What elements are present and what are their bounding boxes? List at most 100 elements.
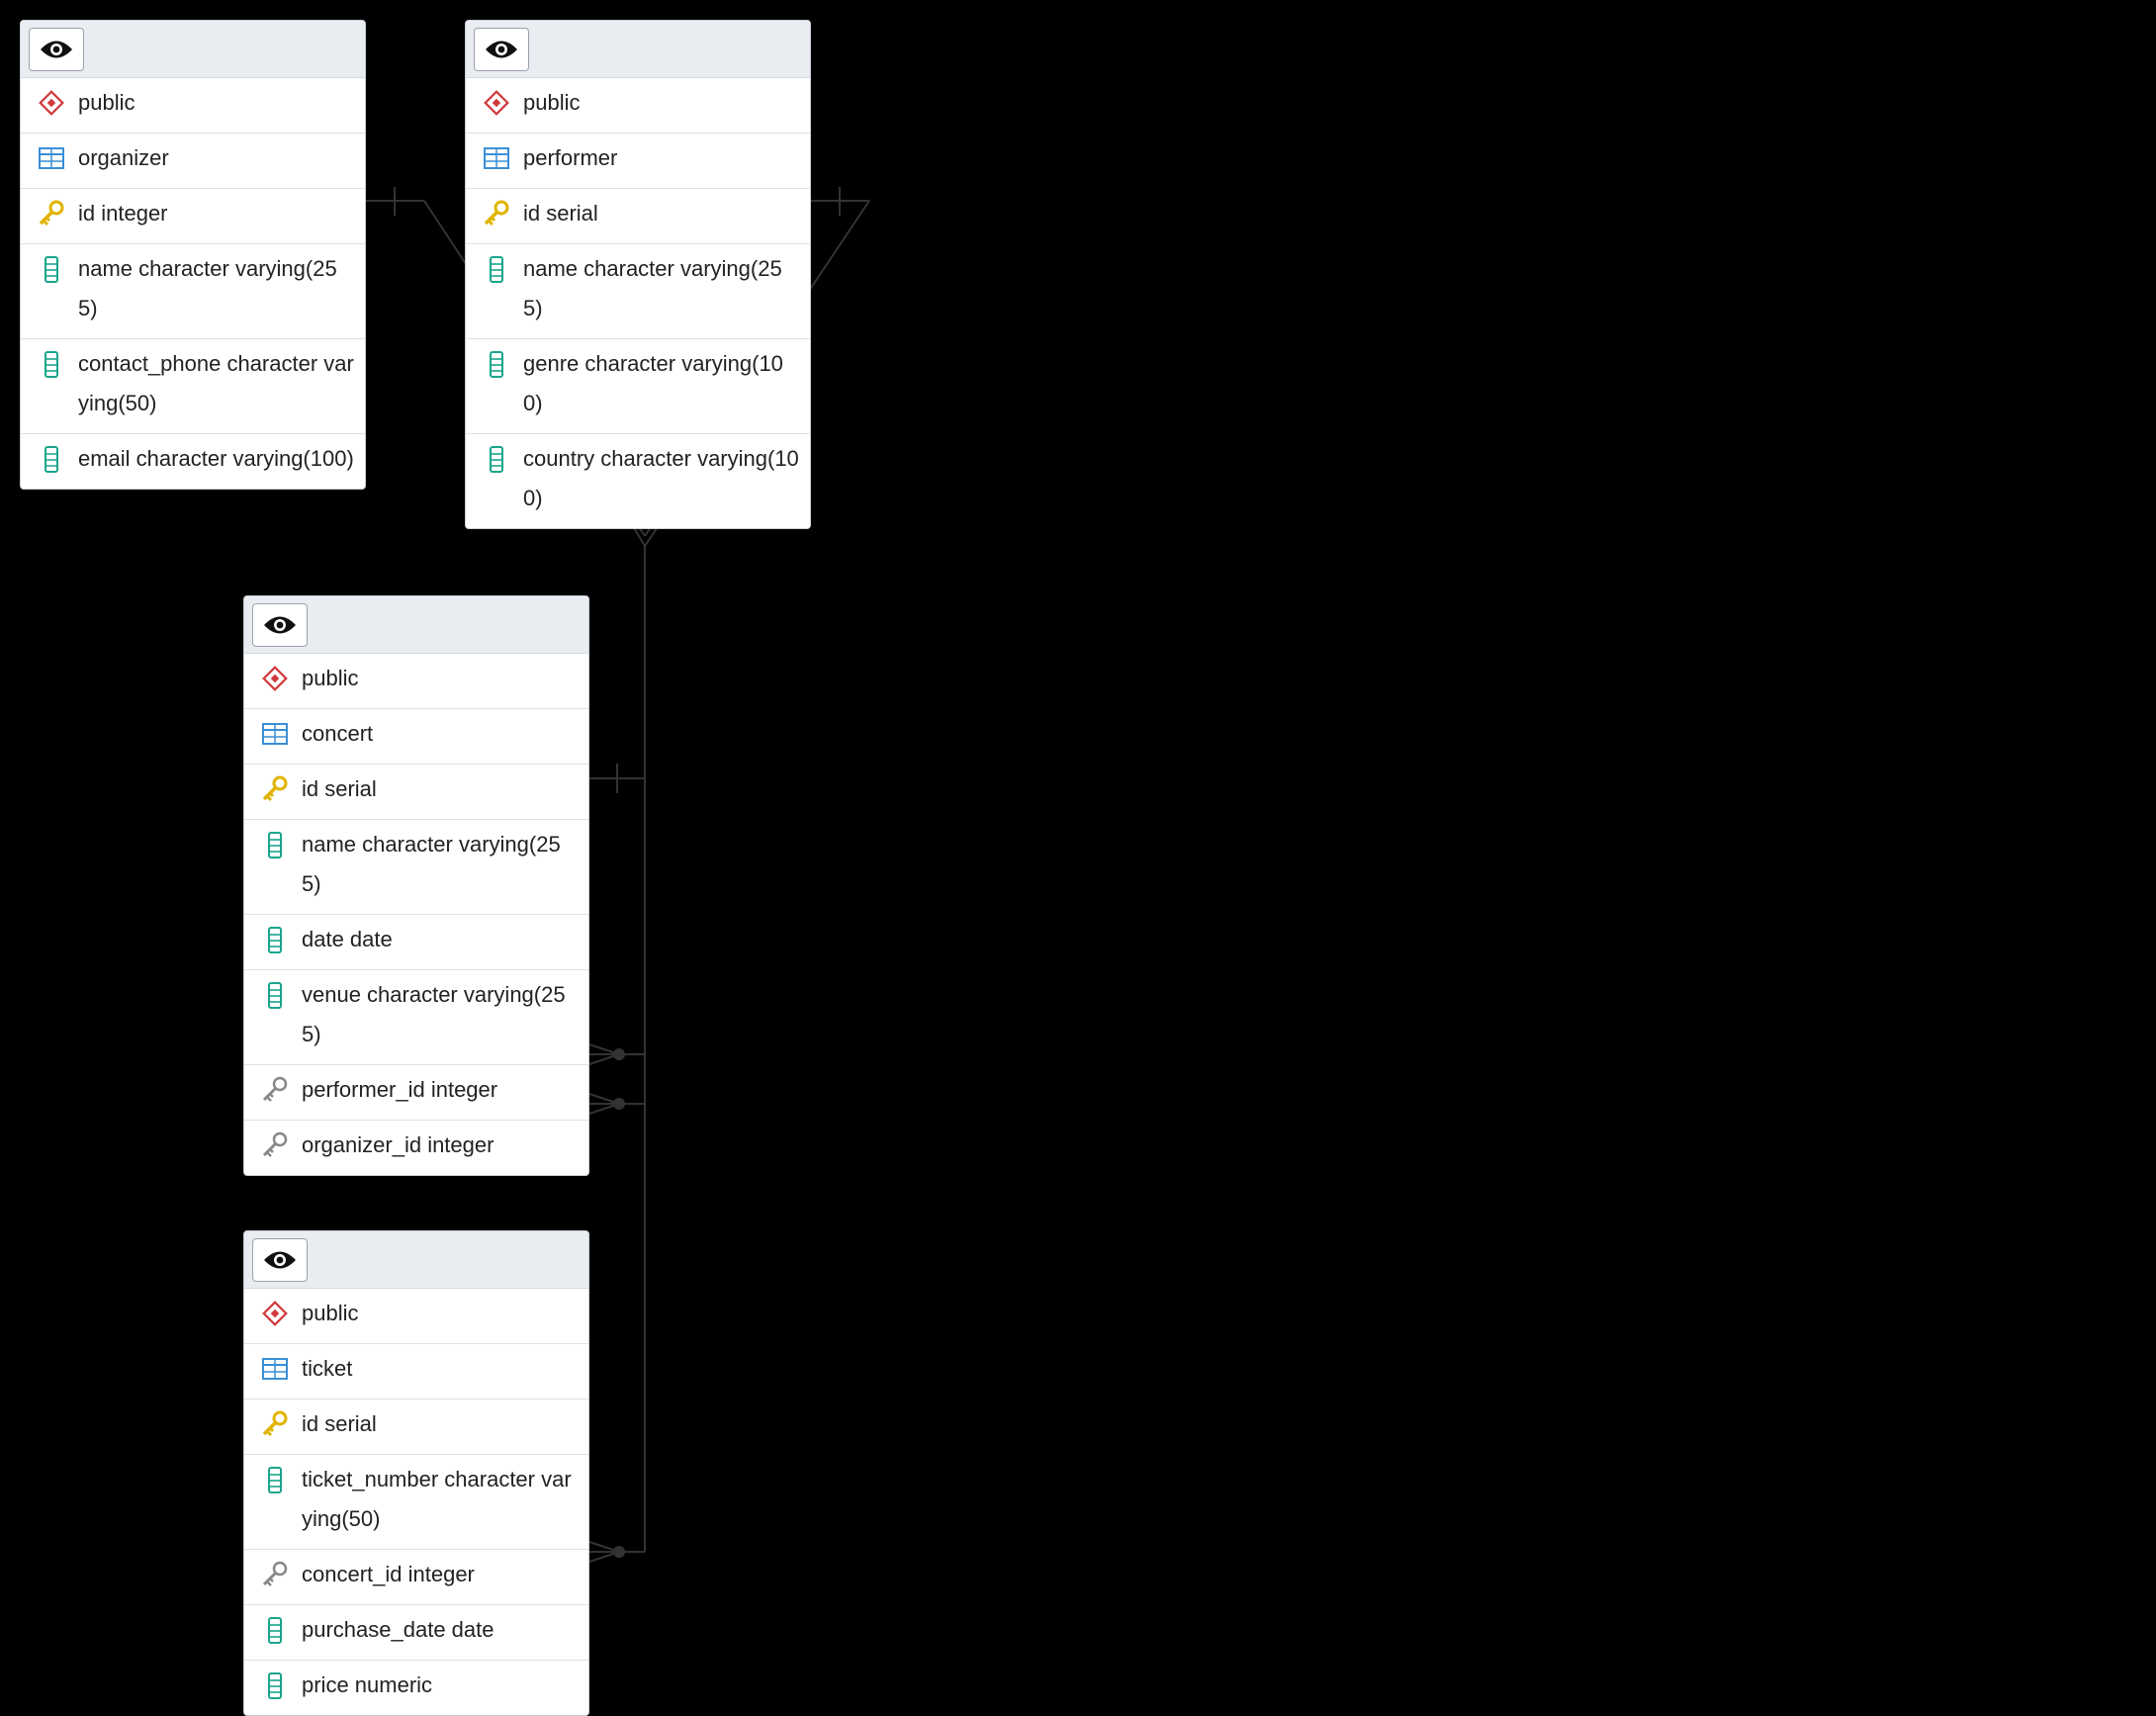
column-label: name character varying(255): [78, 256, 337, 320]
column-row[interactable]: name character varying(255): [21, 244, 365, 339]
column-icon: [490, 446, 503, 473]
table-name: organizer: [78, 145, 169, 170]
column-row[interactable]: purchase_date date: [244, 1605, 588, 1661]
eye-icon: [264, 1251, 296, 1269]
table-name: concert: [302, 721, 374, 746]
table-ticket[interactable]: public ticket id serial ticket_number ch…: [243, 1230, 589, 1716]
table-name-row: performer: [466, 134, 810, 189]
column-row[interactable]: venue character varying(255): [244, 970, 588, 1065]
foreign-key-icon: [262, 1076, 288, 1102]
table-name: ticket: [302, 1356, 353, 1381]
column-label: id serial: [302, 776, 377, 801]
primary-key-icon: [39, 200, 64, 226]
column-label: ticket_number character varying(50): [302, 1467, 572, 1531]
table-icon: [262, 723, 288, 745]
column-icon: [45, 256, 58, 283]
schema-row: public: [244, 1289, 588, 1344]
column-label: date date: [302, 927, 393, 951]
column-row[interactable]: performer_id integer: [244, 1065, 588, 1121]
schema-row: public: [21, 78, 365, 134]
schema-icon: [39, 90, 64, 116]
column-row[interactable]: country character varying(100): [466, 434, 810, 528]
table-organizer[interactable]: public organizer id integer name charact…: [20, 20, 366, 490]
schema-row: public: [244, 654, 588, 709]
column-row[interactable]: ticket_number character varying(50): [244, 1455, 588, 1550]
table-name-row: concert: [244, 709, 588, 765]
table-concert[interactable]: public concert id serial name character …: [243, 595, 589, 1176]
table-header: [466, 21, 810, 78]
column-row[interactable]: concert_id integer: [244, 1550, 588, 1605]
schema-icon: [262, 1301, 288, 1326]
column-icon: [268, 832, 282, 858]
eye-icon: [264, 616, 296, 634]
table-name-row: ticket: [244, 1344, 588, 1400]
column-label: country character varying(100): [523, 446, 799, 510]
column-icon: [268, 982, 282, 1009]
column-row[interactable]: id serial: [466, 189, 810, 244]
eye-icon: [41, 41, 72, 58]
primary-key-icon: [484, 200, 509, 226]
column-row[interactable]: id integer: [21, 189, 365, 244]
column-label: venue character varying(255): [302, 982, 566, 1046]
column-row[interactable]: contact_phone character varying(50): [21, 339, 365, 434]
column-label: name character varying(255): [523, 256, 782, 320]
column-row[interactable]: organizer_id integer: [244, 1121, 588, 1175]
primary-key-icon: [262, 775, 288, 802]
column-label: id integer: [78, 201, 168, 226]
schema-name: public: [78, 90, 135, 115]
column-row[interactable]: date date: [244, 915, 588, 970]
column-row[interactable]: id serial: [244, 1400, 588, 1455]
column-icon: [268, 1467, 282, 1493]
foreign-key-icon: [262, 1131, 288, 1157]
column-label: email character varying(100): [78, 446, 354, 471]
column-label: price numeric: [302, 1672, 433, 1697]
column-row[interactable]: price numeric: [244, 1661, 588, 1715]
edge-concert-organizer-id: [588, 1093, 645, 1115]
column-row[interactable]: id serial: [244, 765, 588, 820]
column-label: genre character varying(100): [523, 351, 783, 415]
table-header: [21, 21, 365, 78]
edge-concert-id: [589, 764, 645, 793]
schema-row: public: [466, 78, 810, 134]
edge-concert-performer-id: [588, 1043, 645, 1065]
view-toggle-button[interactable]: [252, 1238, 308, 1282]
table-name: performer: [523, 145, 618, 170]
schema-name: public: [302, 666, 359, 690]
table-performer[interactable]: public performer id serial name characte…: [465, 20, 811, 529]
column-label: organizer_id integer: [302, 1132, 494, 1157]
column-label: concert_id integer: [302, 1562, 475, 1586]
column-label: name character varying(255): [302, 832, 561, 896]
view-toggle-button[interactable]: [252, 603, 308, 647]
column-row[interactable]: name character varying(255): [466, 244, 810, 339]
column-icon: [268, 1617, 282, 1644]
table-header: [244, 1231, 588, 1289]
table-header: [244, 596, 588, 654]
schema-icon: [484, 90, 509, 116]
column-label: id serial: [302, 1411, 377, 1436]
column-row[interactable]: genre character varying(100): [466, 339, 810, 434]
column-icon: [490, 351, 503, 378]
primary-key-icon: [262, 1410, 288, 1437]
column-label: purchase_date date: [302, 1617, 494, 1642]
table-name-row: organizer: [21, 134, 365, 189]
table-icon: [484, 147, 509, 169]
eye-icon: [486, 41, 517, 58]
column-icon: [268, 927, 282, 953]
column-icon: [490, 256, 503, 283]
column-icon: [45, 351, 58, 378]
column-row[interactable]: email character varying(100): [21, 434, 365, 489]
edge-ticket-concert-id: [588, 1541, 645, 1563]
schema-name: public: [523, 90, 581, 115]
table-icon: [39, 147, 64, 169]
column-label: performer_id integer: [302, 1077, 498, 1102]
column-icon: [45, 446, 58, 473]
schema-icon: [262, 666, 288, 691]
schema-name: public: [302, 1301, 359, 1325]
column-icon: [268, 1672, 282, 1699]
view-toggle-button[interactable]: [29, 28, 84, 71]
column-label: contact_phone character varying(50): [78, 351, 354, 415]
table-icon: [262, 1358, 288, 1380]
view-toggle-button[interactable]: [474, 28, 529, 71]
column-row[interactable]: name character varying(255): [244, 820, 588, 915]
foreign-key-icon: [262, 1561, 288, 1586]
